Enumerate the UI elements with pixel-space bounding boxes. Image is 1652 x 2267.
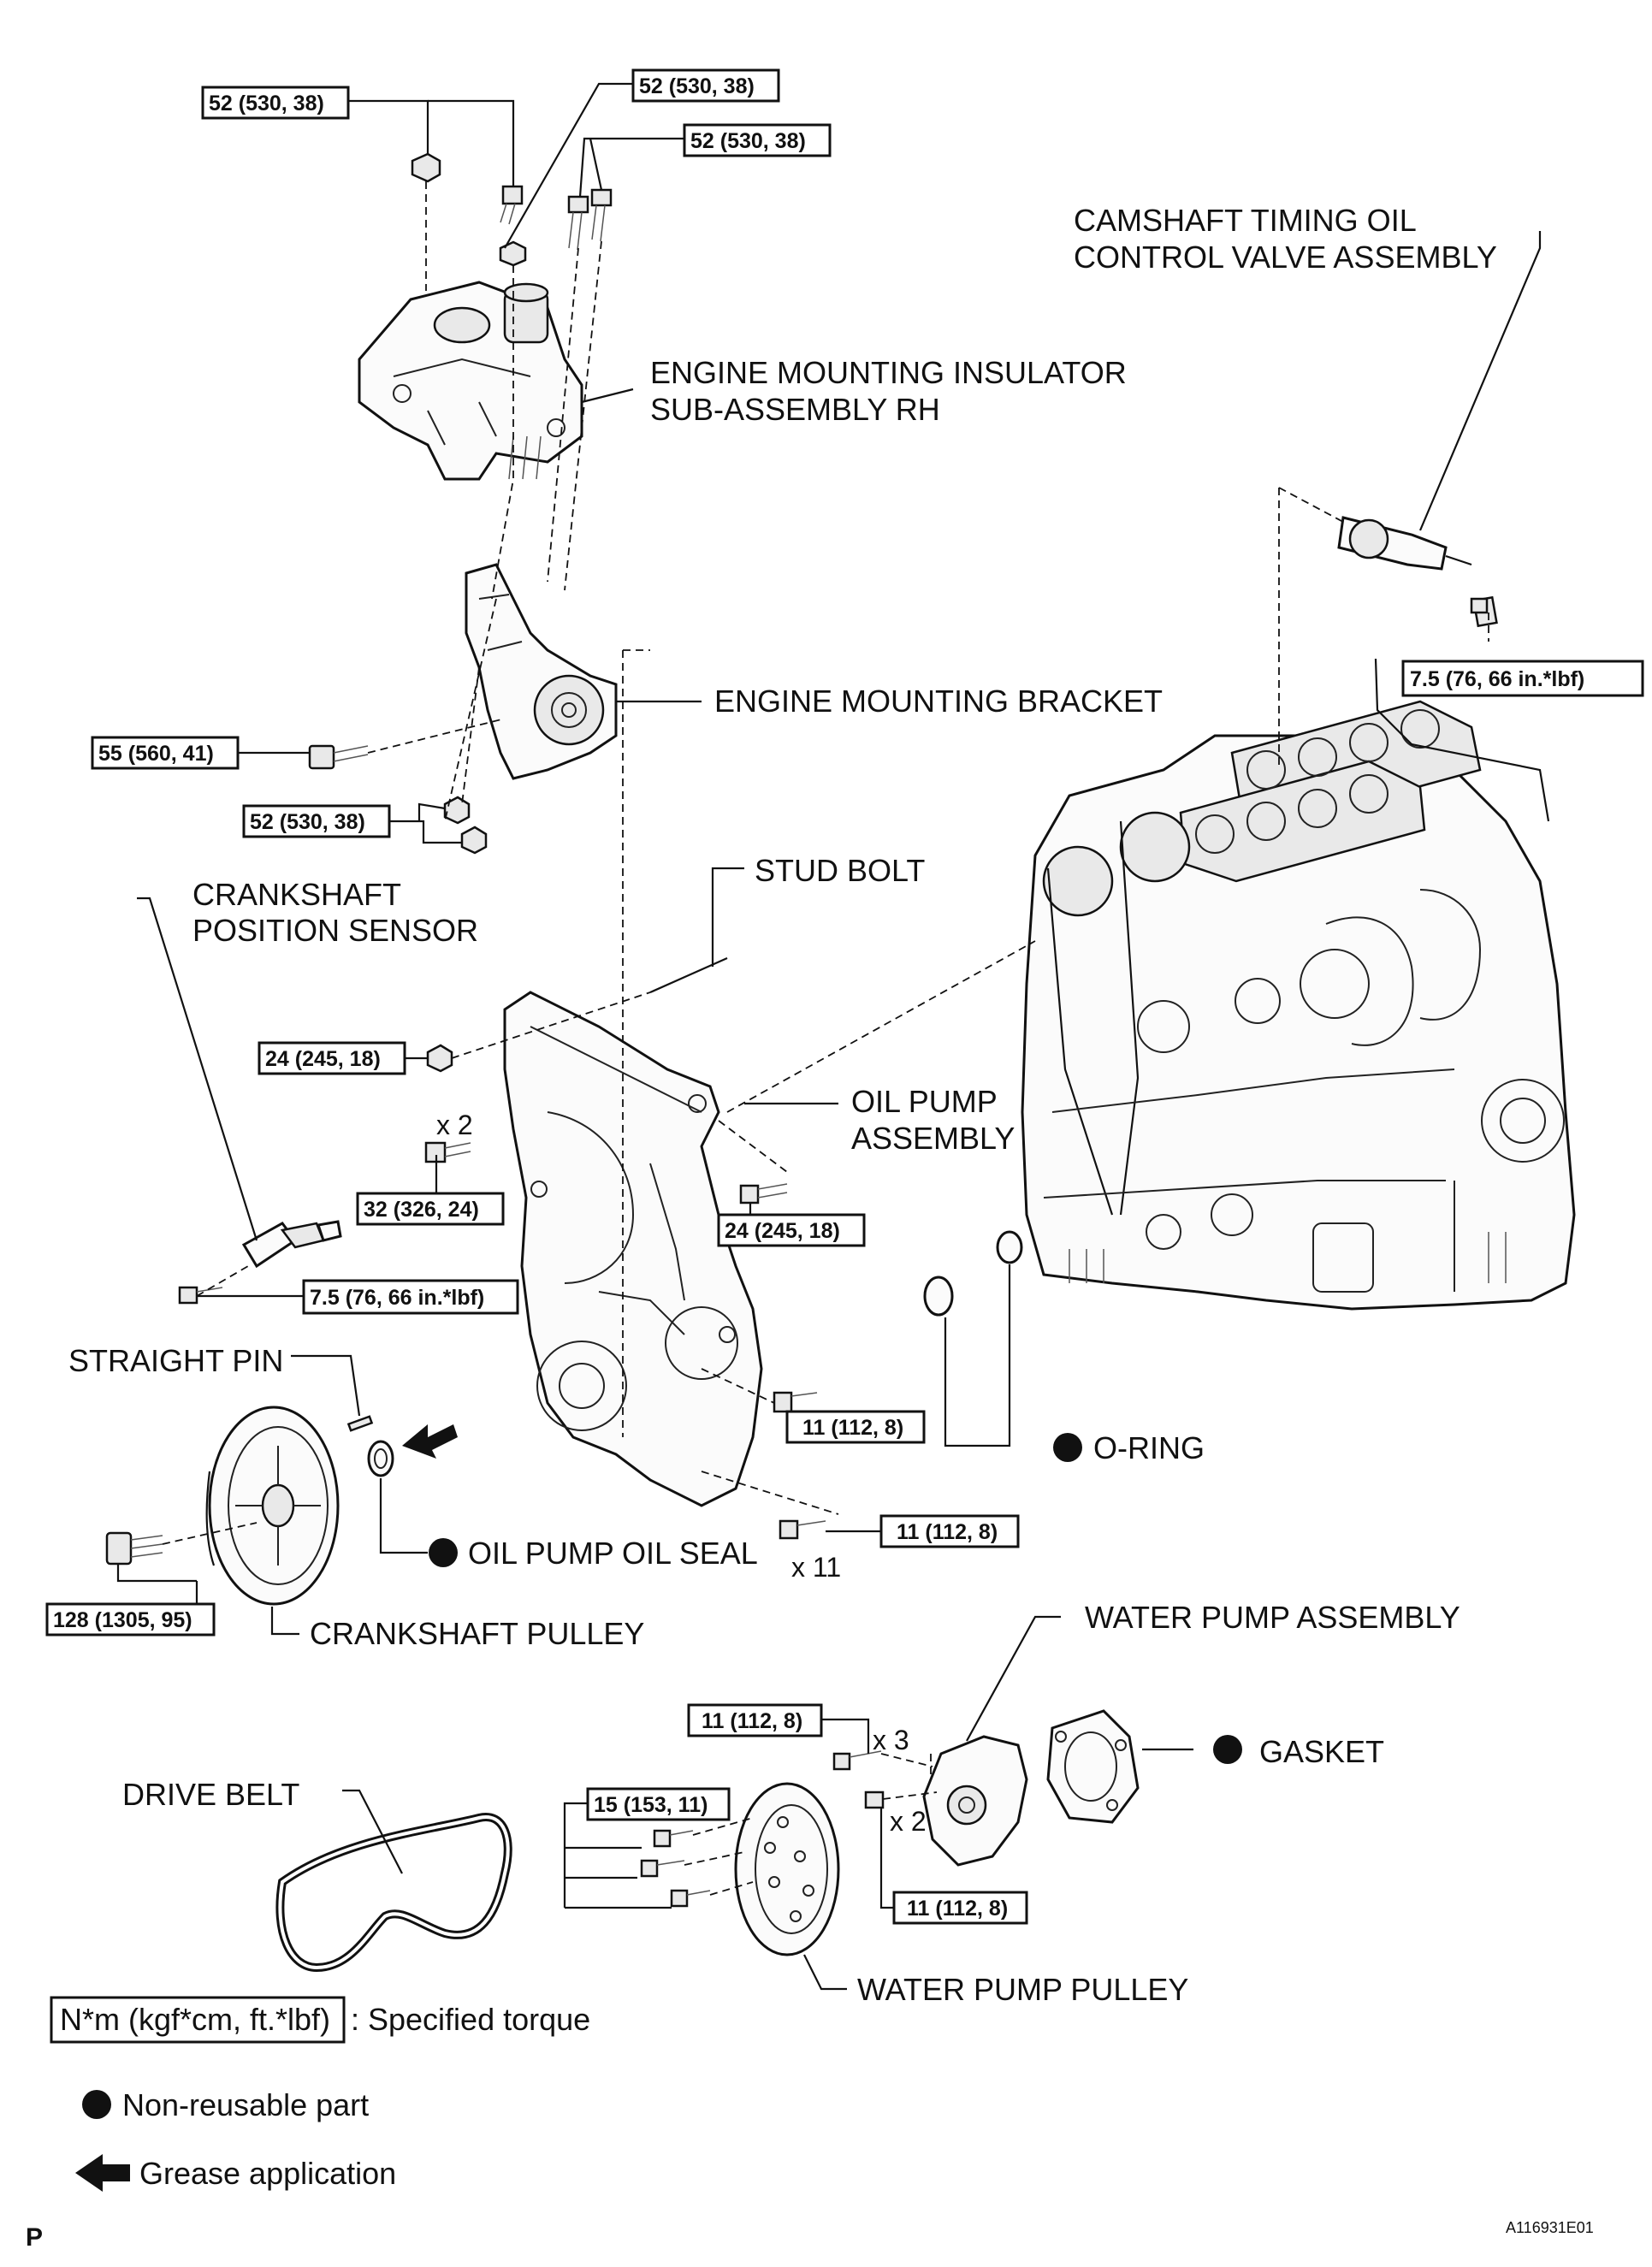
engine-block-illustration (1021, 658, 1576, 1311)
label-insulator-1: ENGINE MOUNTING INSULATOR (650, 355, 1127, 390)
engine-mounting-bracket-illustration (465, 563, 618, 780)
qty-x3: x 3 (873, 1725, 909, 1755)
label-bracket: ENGINE MOUNTING BRACKET (714, 684, 1163, 719)
water-pump-pulley-illustration (734, 1782, 840, 1956)
label-crank-pulley: CRANKSHAFT PULLEY (310, 1616, 644, 1651)
crankshaft-pulley-bolt-illustration (105, 1531, 163, 1566)
label-water-pump-pulley: WATER PUMP PULLEY (857, 1972, 1188, 2007)
legend-non-reusable-dot-icon (82, 2090, 111, 2119)
gasket-illustration (1046, 1709, 1140, 1824)
torque-t1: 52 (530, 38) (209, 92, 324, 115)
oil-seal-non-reusable-dot-icon (429, 1538, 458, 1567)
gasket-non-reusable-dot-icon (1213, 1735, 1242, 1764)
qty-bolt-x2: x 2 (436, 1110, 473, 1140)
torque-t10: 7.5 (76, 66 in.*lbf) (310, 1286, 484, 1310)
label-oil-seal: OIL PUMP OIL SEAL (468, 1536, 758, 1571)
label-oil-pump-2: ASSEMBLY (851, 1121, 1015, 1156)
label-o-ring: O-RING (1093, 1430, 1205, 1465)
crankshaft-pulley-illustration (205, 1406, 340, 1606)
torque-t2: 52 (530, 38) (639, 74, 755, 98)
torque-t8: 32 (326, 24) (364, 1198, 479, 1222)
legend-grease: Grease application (139, 2156, 396, 2191)
label-water-pump: WATER PUMP ASSEMBLY (1085, 1600, 1460, 1635)
label-oil-pump-1: OIL PUMP (851, 1084, 998, 1119)
torque-t15: 15 (153, 11) (594, 1793, 708, 1817)
legend-torque-unit: N*m (kgf*cm, ft.*lbf) (60, 2002, 330, 2037)
footer-left: P (26, 2223, 43, 2252)
engine-mounting-insulator-illustration (358, 281, 583, 481)
label-straight-pin: STRAIGHT PIN (68, 1343, 283, 1378)
torque-t9: 24 (245, 18) (725, 1219, 840, 1243)
label-crank-sensor-2: POSITION SENSOR (192, 913, 478, 948)
legend: N*m (kgf*cm, ft.*lbf) : Specified torque… (50, 1996, 590, 2192)
camshaft-oil-control-valve-illustration (1337, 516, 1498, 628)
fasteners (178, 152, 1489, 1908)
torque-t6: 52 (530, 38) (250, 810, 365, 834)
crankshaft-position-sensor-illustration (241, 1220, 342, 1269)
torque-t7: 24 (245, 18) (265, 1047, 381, 1071)
o-ring-small-illustration (996, 1230, 1023, 1264)
torque-t12: 11 (112, 8) (897, 1520, 998, 1544)
o-ring-large-illustration (923, 1276, 954, 1317)
torque-boxes: 52 (530, 38) 52 (530, 38) 52 (530, 38) 7… (45, 68, 1644, 1925)
torque-t4: 7.5 (76, 66 in.*lbf) (1410, 667, 1584, 691)
oil-pump-oil-seal-illustration (367, 1440, 394, 1477)
torque-t16: 11 (112, 8) (907, 1897, 1008, 1921)
qty-x11: x 11 (791, 1552, 841, 1583)
label-insulator-2: SUB-ASSEMBLY RH (650, 392, 940, 427)
alignment-lines (162, 181, 1489, 1896)
qty-water-pump-x2: x 2 (890, 1806, 927, 1837)
label-stud-bolt: STUD BOLT (755, 853, 925, 888)
non-reusable-markers (429, 1433, 1242, 1764)
legend-grease-arrow-icon (75, 2154, 130, 2192)
label-crank-sensor-1: CRANKSHAFT (192, 877, 401, 912)
legend-torque-text: : Specified torque (351, 2002, 590, 2037)
water-pump-assembly-illustration (922, 1735, 1028, 1867)
torque-t13: 128 (1305, 95) (53, 1608, 192, 1632)
legend-non-reusable: Non-reusable part (122, 2087, 369, 2122)
torque-t11: 11 (112, 8) (802, 1416, 903, 1440)
label-drive-belt: DRIVE BELT (122, 1777, 299, 1812)
drive-belt-illustration (275, 1813, 512, 1973)
o-ring-non-reusable-dot-icon (1053, 1433, 1082, 1462)
torque-t14: 11 (112, 8) (702, 1709, 802, 1733)
label-gasket: GASKET (1259, 1734, 1384, 1769)
oil-pump-assembly-illustration (503, 991, 763, 1507)
torque-t5: 55 (560, 41) (98, 742, 214, 766)
label-camshaft-valve-2: CONTROL VALVE ASSEMBLY (1074, 240, 1497, 275)
figure-id: A116931E01 (1506, 2219, 1594, 2236)
straight-pin-illustration (346, 1415, 374, 1432)
label-camshaft-valve-1: CAMSHAFT TIMING OIL (1074, 203, 1417, 238)
grease-application-arrow-icon (402, 1424, 458, 1459)
torque-t3: 52 (530, 38) (690, 129, 806, 153)
part-labels: CAMSHAFT TIMING OIL CONTROL VALVE ASSEMB… (68, 203, 1497, 2007)
leader-lines (116, 82, 1542, 1991)
